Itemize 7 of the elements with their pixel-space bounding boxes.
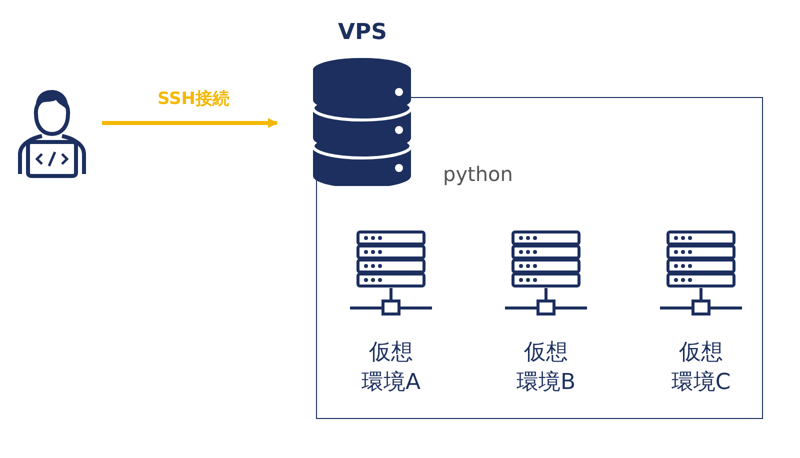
node-title: VPS [337,20,388,45]
arrow [102,118,278,128]
container-box [316,97,763,419]
node-label: 仮想環境C [670,339,732,397]
language-label: python [443,162,513,186]
node-label: 仮想環境B [515,339,577,397]
node-label: 仮想環境A [360,339,422,397]
